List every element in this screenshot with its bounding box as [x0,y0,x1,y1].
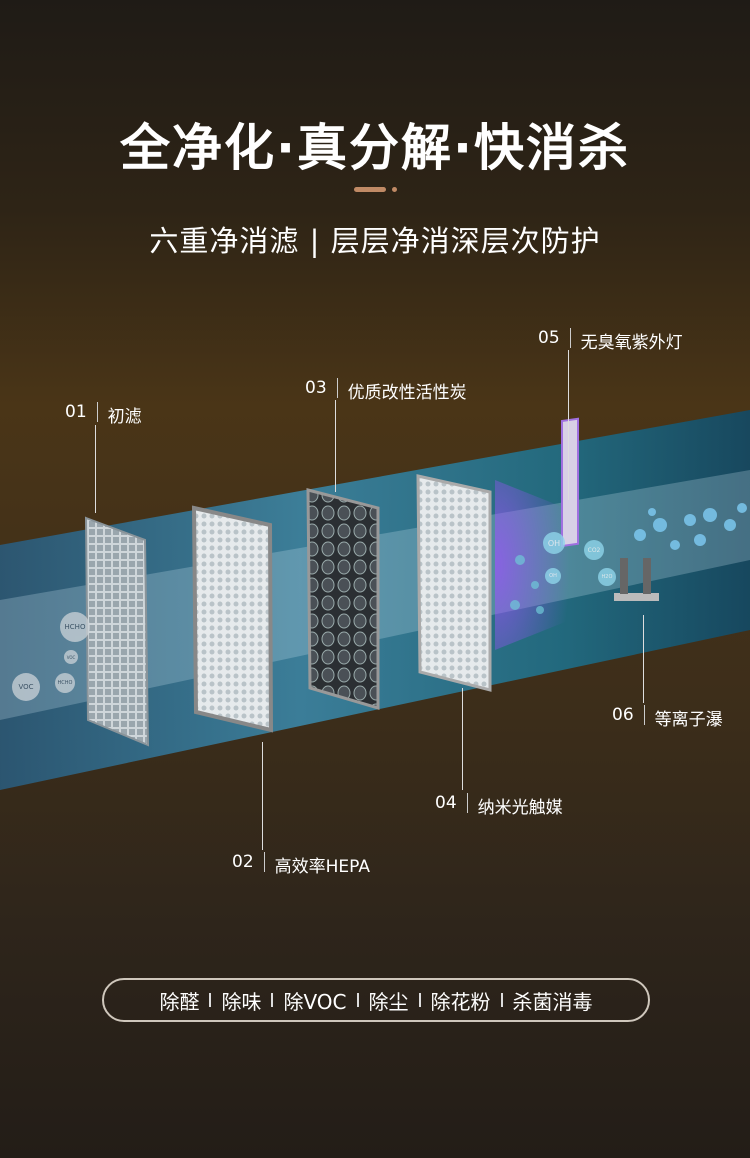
callout-line [568,350,569,500]
feature-item: 除花粉 [430,989,491,1014]
pollutant-bubble: VOC [64,650,78,664]
feature-item: 除味 [221,989,262,1014]
callout-line [462,688,463,790]
callout-line [95,425,96,513]
pollutant-bubble: HCHO [55,673,75,693]
feature-item: 杀菌消毒 [512,989,593,1014]
feature-item: 除尘 [368,989,409,1014]
molecule-bubble: CO2 [584,540,604,560]
plasma-generator [614,558,659,601]
filter-03-panel [306,488,380,711]
callout-line [643,615,644,703]
pollutant-bubble: VOC [12,673,40,701]
feature-item: 除VOC [283,989,347,1014]
filter-02-panel [191,505,274,733]
callout-line [335,400,336,492]
filter-01-panel [84,516,150,747]
feature-item: 除醛 [159,989,200,1014]
molecule-bubble: OH [545,568,561,584]
uv-lamp [561,417,579,548]
callout-line [262,742,263,850]
accent-divider [354,187,397,192]
features-pill: 除醛 除味 除VOC 除尘 除花粉 杀菌消毒 [102,978,650,1022]
page-title: 全净化·真分解·快消杀 [120,119,630,177]
molecule-bubble: H2O [598,568,616,586]
page-subtitle: 六重净消滤 | 层层净消深层次防护 [149,224,601,258]
pollutant-bubble: HCHO [60,612,90,642]
molecule-bubble: OH [543,532,565,554]
filter-04-panel [416,474,492,692]
